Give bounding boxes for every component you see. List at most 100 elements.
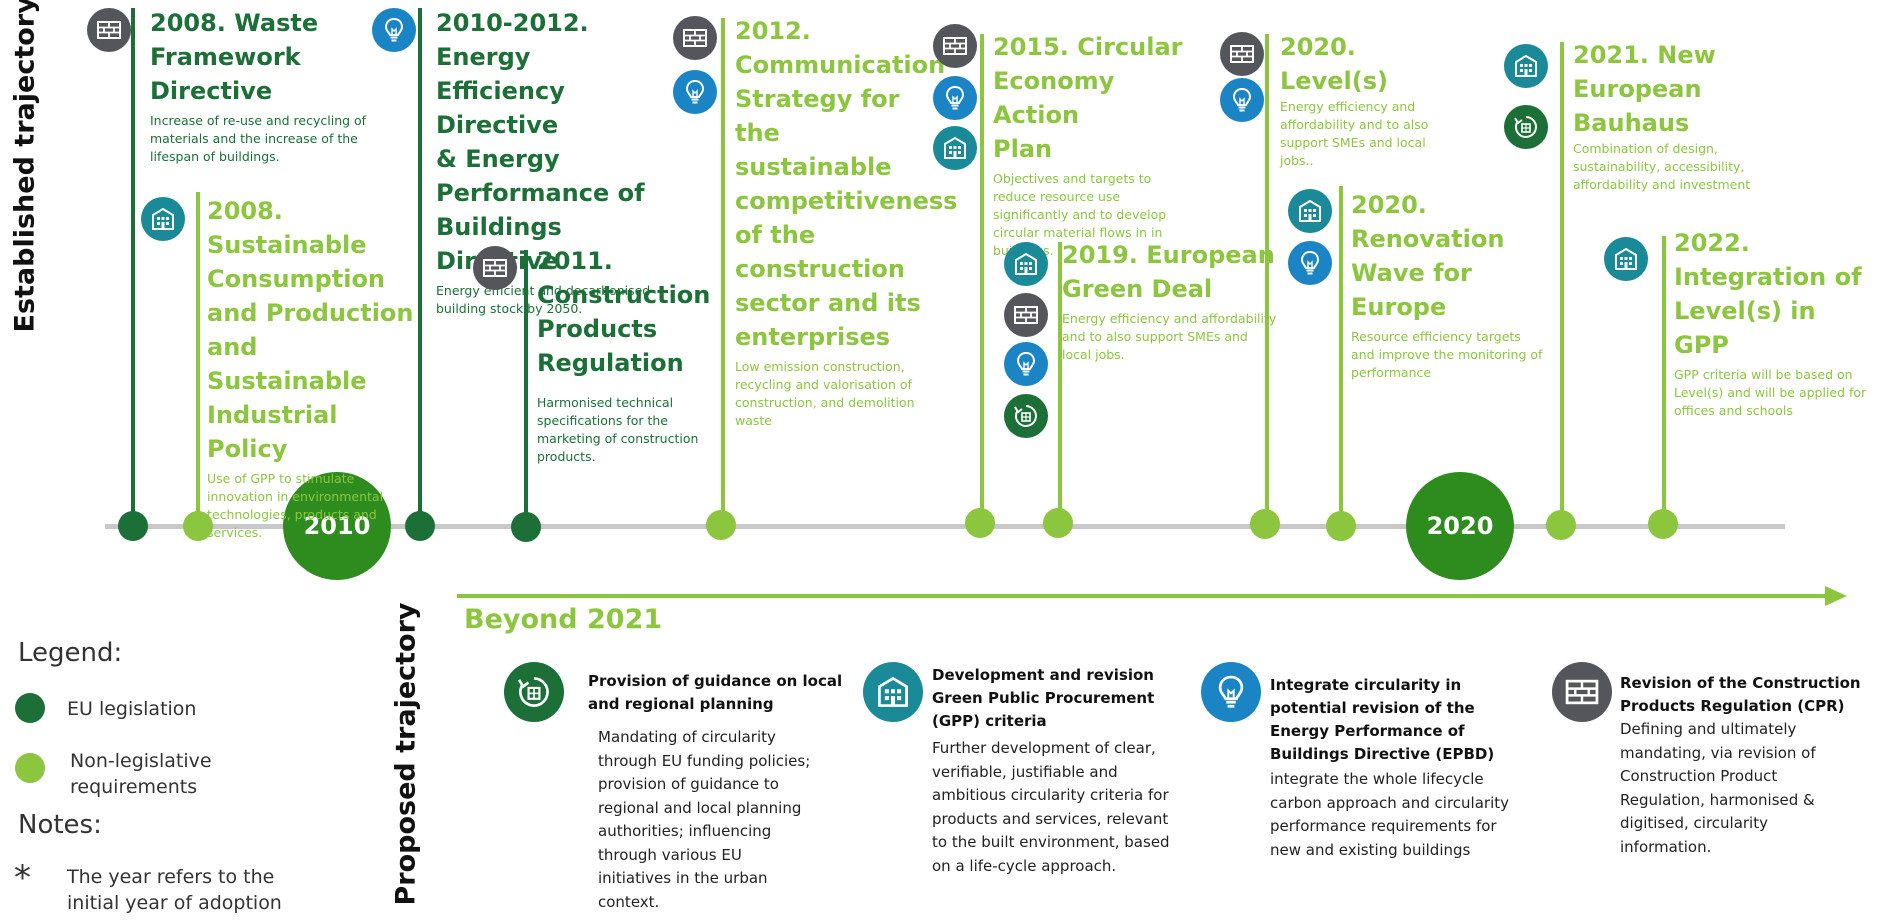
established-trajectory-label: Established trajectory* — [9, 0, 41, 333]
event-description: Resource efficiency targets and improve … — [1351, 329, 1543, 380]
timeline-dot-e9 — [1326, 511, 1356, 541]
urban-planning-icon — [1504, 105, 1548, 149]
lightbulb-icon — [372, 8, 416, 52]
timeline-dot-e10 — [1546, 510, 1576, 540]
lightbulb-icon — [673, 70, 717, 114]
beyond-2021-arrow — [457, 586, 1847, 606]
timeline-dot-e7 — [1043, 508, 1073, 538]
event-description: Energy efficiency and affordability and … — [1062, 311, 1277, 362]
event-description: Harmonised technical specifications for … — [537, 395, 699, 464]
brick-wall-icon — [673, 16, 717, 60]
event-description: Combination of design, sustainability, a… — [1573, 141, 1751, 192]
beyond-2021-label: Beyond 2021 — [464, 604, 663, 635]
lightbulb-icon — [1288, 241, 1332, 285]
lightbulb-icon — [933, 76, 977, 120]
timeline-dot-e2 — [183, 511, 213, 541]
proposed-description: Further development of clear,verifiable,… — [932, 739, 1170, 875]
stem-e2 — [196, 192, 200, 526]
event-description: Use of GPP to stimulate innovation in en… — [207, 471, 384, 540]
lightbulb-icon — [1201, 662, 1261, 722]
legend-heading: Legend: — [18, 638, 123, 668]
note-asterisk: * — [14, 858, 31, 898]
year-marker-2020: 2020 — [1406, 472, 1514, 580]
stem-e8 — [1265, 34, 1269, 524]
brick-wall-icon — [1552, 662, 1612, 722]
building-icon — [933, 126, 977, 170]
event-description: Objectives and targets to reduce resourc… — [993, 171, 1167, 258]
building-icon — [1004, 242, 1048, 286]
event-2020-levels: 2020. Level(s) Energy efficiency and aff… — [1280, 30, 1470, 170]
year-marker-2010: 2010 — [283, 472, 391, 580]
building-icon — [1504, 44, 1548, 88]
timeline-dot-e8 — [1250, 509, 1280, 539]
stem-e1 — [131, 8, 135, 526]
timeline-dot-e3 — [405, 511, 435, 541]
stem-e11 — [1662, 236, 1666, 526]
timeline-dot-e1 — [118, 511, 148, 541]
building-icon — [1288, 189, 1332, 233]
brick-wall-icon — [933, 24, 977, 68]
stem-e9 — [1339, 186, 1343, 526]
lightbulb-icon — [1220, 78, 1264, 122]
legend-non-legislative-dot — [15, 753, 45, 783]
building-icon — [1604, 237, 1648, 281]
urban-planning-icon — [1004, 394, 1048, 438]
event-description: Increase of re-use and recycling of mate… — [150, 113, 367, 164]
proposed-trajectory-label: Proposed trajectory — [390, 602, 422, 906]
event-description: GPP criteria will be based on Level(s) a… — [1674, 367, 1867, 418]
brick-wall-icon — [87, 8, 131, 52]
timeline-dot-e5 — [706, 510, 736, 540]
urban-planning-icon — [504, 662, 564, 722]
building-icon — [863, 662, 923, 722]
timeline-dot-e11 — [1648, 509, 1678, 539]
timeline-dot-e4 — [511, 512, 541, 542]
stem-e6 — [980, 34, 984, 524]
event-title: 2020. Level(s) — [1280, 33, 1388, 95]
stem-e7 — [1058, 242, 1062, 524]
brick-wall-icon — [1220, 32, 1264, 76]
legend-eu-legislation-dot — [15, 693, 45, 723]
stem-e10 — [1560, 42, 1564, 526]
brick-wall-icon — [473, 246, 517, 290]
stem-e4 — [524, 250, 528, 526]
building-icon — [141, 197, 185, 241]
stem-e3 — [418, 8, 422, 526]
notes-heading: Notes: — [18, 810, 102, 840]
event-description: Energy efficiency and affordability and … — [1280, 99, 1429, 168]
timeline-dot-e6 — [965, 508, 995, 538]
timeline-axis — [105, 524, 1785, 529]
legend-eu-legislation-label: EU legislation — [67, 698, 197, 720]
lightbulb-icon — [1004, 342, 1048, 386]
